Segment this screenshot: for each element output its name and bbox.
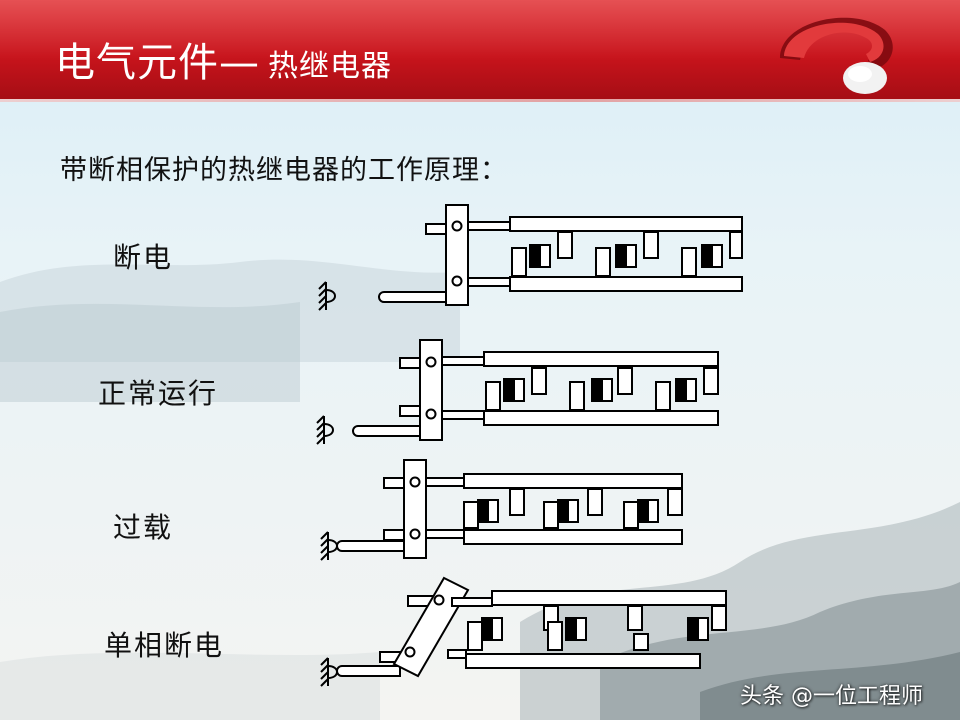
title-sub: 热继电器: [268, 49, 392, 84]
diagram-overload: [320, 459, 683, 561]
state-label-normal: 正常运行: [98, 377, 219, 410]
header-divider: [0, 99, 960, 102]
state-label-phase-loss: 单相断电: [104, 629, 225, 662]
watermark: 头条 @一位工程师: [740, 684, 923, 709]
state-label-overload: 过载: [113, 511, 174, 544]
diagram-phase-loss: [320, 576, 727, 687]
slide-title: 电气元件—热继电器: [55, 30, 392, 88]
subheading: 带断相保护的热继电器的工作原理：: [60, 155, 508, 186]
diagram-normal: [316, 339, 719, 445]
title-main: 电气元件—: [55, 40, 260, 86]
diagram-power-off: [318, 204, 743, 311]
logo-swirl-icon: [780, 17, 893, 94]
state-label-off: 断电: [113, 241, 174, 274]
